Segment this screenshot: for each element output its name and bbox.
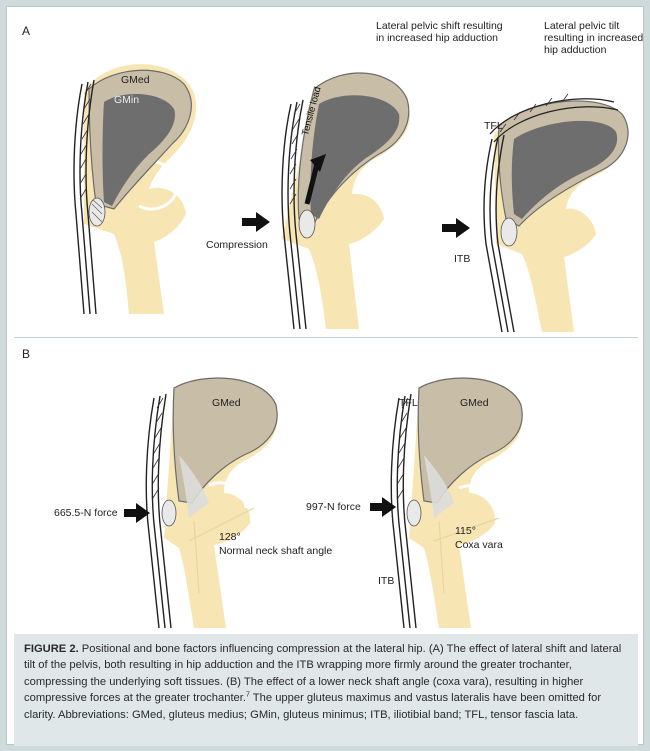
figure-frame: A [6, 6, 644, 745]
compression-arrow-a3 [442, 218, 470, 238]
label-itb-b2: ITB [378, 575, 394, 587]
hip-drawing-a3 [484, 94, 628, 332]
panel-b-illustration [14, 343, 642, 631]
hip-drawing-b1 [146, 378, 277, 628]
label-gmed-a1: GMed [121, 74, 150, 86]
figure-caption: FIGURE 2. Positional and bone factors in… [14, 634, 638, 746]
hip-drawing-a2 [282, 73, 410, 329]
panel-divider [14, 337, 638, 338]
label-angle-desc-b1: Normal neck shaft angle [219, 545, 332, 557]
label-lateral-shift: Lateral pelvic shift resulting in increa… [376, 20, 506, 44]
label-gmed-b2: GMed [460, 397, 489, 409]
label-angle-desc-b2: Coxa vara [455, 539, 503, 551]
label-gmin-a1: GMin [114, 94, 139, 106]
label-tfl-b2: TFL [399, 397, 418, 409]
panel-b: B [14, 343, 642, 631]
label-angle-b2: 115° [455, 525, 476, 537]
label-tfl-a3: TFL [484, 120, 503, 132]
label-itb-a3: ITB [454, 253, 470, 265]
label-force-b2: 997-N force [306, 501, 361, 513]
label-force-b1: 665.5-N force [54, 507, 118, 519]
caption-title: FIGURE 2. [24, 643, 79, 655]
panel-a: A [14, 14, 642, 336]
hip-drawing-b2 [391, 378, 522, 628]
label-lateral-tilt: Lateral pelvic tilt resulting in increas… [544, 20, 644, 56]
label-compression: Compression [206, 239, 268, 251]
panel-a-illustration [14, 14, 642, 336]
compression-arrow-a2 [242, 212, 270, 232]
label-angle-b1: 128° [219, 531, 241, 543]
label-gmed-b1: GMed [212, 397, 241, 409]
